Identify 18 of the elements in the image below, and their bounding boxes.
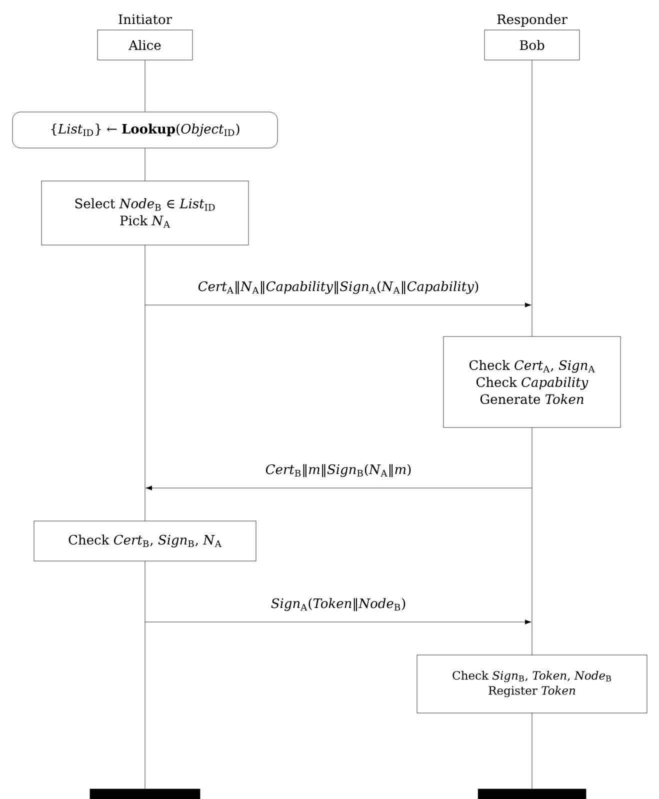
process-box: Select Node$_{B}$ ∈ List$_{ID}$ Pick N$_{A}$ [41, 180, 249, 246]
process-box: Check Sign$_{B}$, Token, Node$_{B}$ Register Token [416, 654, 648, 714]
lifeline-end-bar [478, 788, 586, 799]
process-box: Check Cert$_{A}$, Sign$_{A}$ Check Capability Generate Token [443, 336, 621, 428]
message-label: Cert$_{A}$‖N$_{A}$‖Capability‖Sign$_{A}$(N$_{A}$‖Capability) [198, 281, 478, 294]
participant-box: Bob [484, 30, 580, 60]
role-label: Initiator [118, 14, 172, 24]
lifeline [144, 60, 146, 112]
lifeline [144, 148, 146, 181]
message-label: Sign$_{A}$(Token‖Node$_{B}$) [271, 598, 406, 612]
lookup-box: {List$_{ID}$} ← Lookup(Object$_{ID}$) [12, 112, 278, 148]
lifeline [144, 561, 146, 789]
message-label: Cert$_{B}$‖m‖Sign$_{B}$(N$_{A}$‖m) [266, 464, 411, 478]
process-box: Check Cert$_{B}$, Sign$_{B}$, N$_{A}$ [34, 520, 256, 562]
lifeline-end-bar [90, 788, 200, 799]
role-label: Responder [497, 14, 568, 27]
participant-box: Alice [97, 30, 193, 60]
lifeline [144, 245, 146, 521]
